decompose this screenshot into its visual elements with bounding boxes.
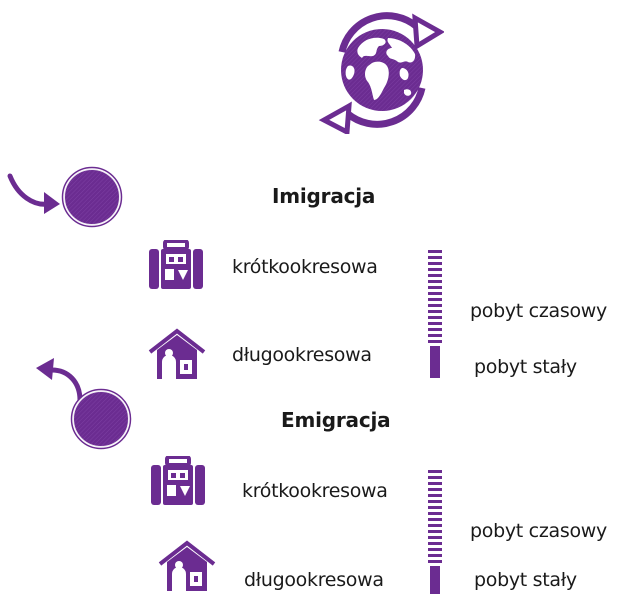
house-icon bbox=[148, 328, 206, 380]
emigration-permanent-label: pobyt stały bbox=[474, 569, 577, 591]
arrow-out-icon bbox=[32, 352, 88, 402]
suitcase-icon bbox=[148, 240, 204, 290]
emigration-temporary-label: pobyt czasowy bbox=[470, 520, 607, 542]
immigration-long-label: długookresowa bbox=[232, 344, 372, 366]
suitcase-icon bbox=[150, 456, 206, 506]
immigration-temporary-label: pobyt czasowy bbox=[470, 300, 607, 322]
emigration-disc bbox=[70, 388, 132, 450]
temporary-stay-bar bbox=[428, 470, 442, 566]
immigration-disc bbox=[61, 166, 123, 228]
permanent-stay-bar bbox=[430, 346, 440, 378]
immigration-short-label: krótkookresowa bbox=[232, 256, 378, 278]
arrow-in-icon bbox=[6, 170, 62, 214]
immigration-permanent-label: pobyt stały bbox=[474, 356, 577, 378]
emigration-long-label: długookresowa bbox=[244, 569, 384, 591]
emigration-short-label: krótkookresowa bbox=[242, 480, 388, 502]
permanent-stay-bar bbox=[430, 566, 440, 594]
immigration-title: Imigracja bbox=[272, 184, 376, 208]
house-icon bbox=[158, 540, 216, 592]
globe-exchange-icon bbox=[318, 8, 444, 134]
temporary-stay-bar bbox=[428, 250, 442, 346]
emigration-title: Emigracja bbox=[281, 408, 391, 432]
